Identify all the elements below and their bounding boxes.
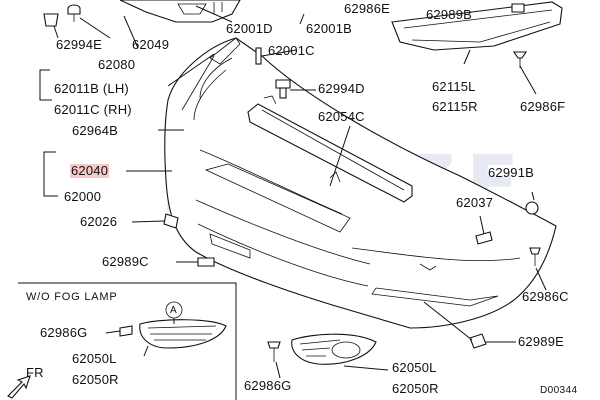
label-62050r-inset: 62050R [72,372,119,387]
callout-a: A [170,305,178,316]
label-62000: 62000 [64,189,102,204]
fasteners-drawing [43,3,541,362]
label-62986f: 62986F [520,99,566,114]
diagram-code: D00344 [540,385,578,396]
label-62986c: 62986C [522,289,569,304]
reinforcement-drawing [247,95,413,203]
label-62011b-lh: 62011B (LH) [54,81,129,96]
fog-cover-drawing [291,333,377,365]
label-62037: 62037 [456,195,494,210]
inset-box-drawing [18,282,237,400]
label-62054c: 62054C [318,109,365,124]
label-62989b: 62989B [426,7,473,22]
label-62989e: 62989E [518,334,565,349]
front-label: FR [26,365,44,380]
label-62994d: 62994D [318,81,365,96]
label-62026: 62026 [80,214,118,229]
leader-lines [39,5,547,379]
label-62994e-top: 62994E [56,37,103,52]
upper-trim-drawing [391,1,563,51]
label-62050l-inset: 62050L [72,351,117,366]
label-62080: 62080 [98,57,136,72]
label-62050r: 62050R [392,381,439,396]
label-62001d: 62001D [226,21,273,36]
label-62964b: 62964B [72,123,119,138]
label-62001c: 62001C [268,43,315,58]
side-stay-drawing [181,37,241,111]
label-62011c-rh: 62011C (RH) [54,102,132,117]
inset-title: W/O FOG LAMP [26,291,118,303]
label-62001b: 62001B [306,21,353,36]
label-62040: 62040 [70,163,110,178]
label-62986g: 62986G [244,378,292,393]
label-62986e: 62986E [344,1,391,16]
upper-grille-drawing [119,0,241,23]
front-arrow-drawing [7,375,31,399]
label-62991b: 62991B [488,165,535,180]
label-62050l: 62050L [392,360,437,375]
label-62115l: 62115L [432,79,476,94]
label-62986g-inset: 62986G [40,325,88,340]
label-62115r: 62115R [432,99,478,114]
label-62049: 62049 [132,37,170,52]
label-62989c: 62989C [102,254,149,269]
